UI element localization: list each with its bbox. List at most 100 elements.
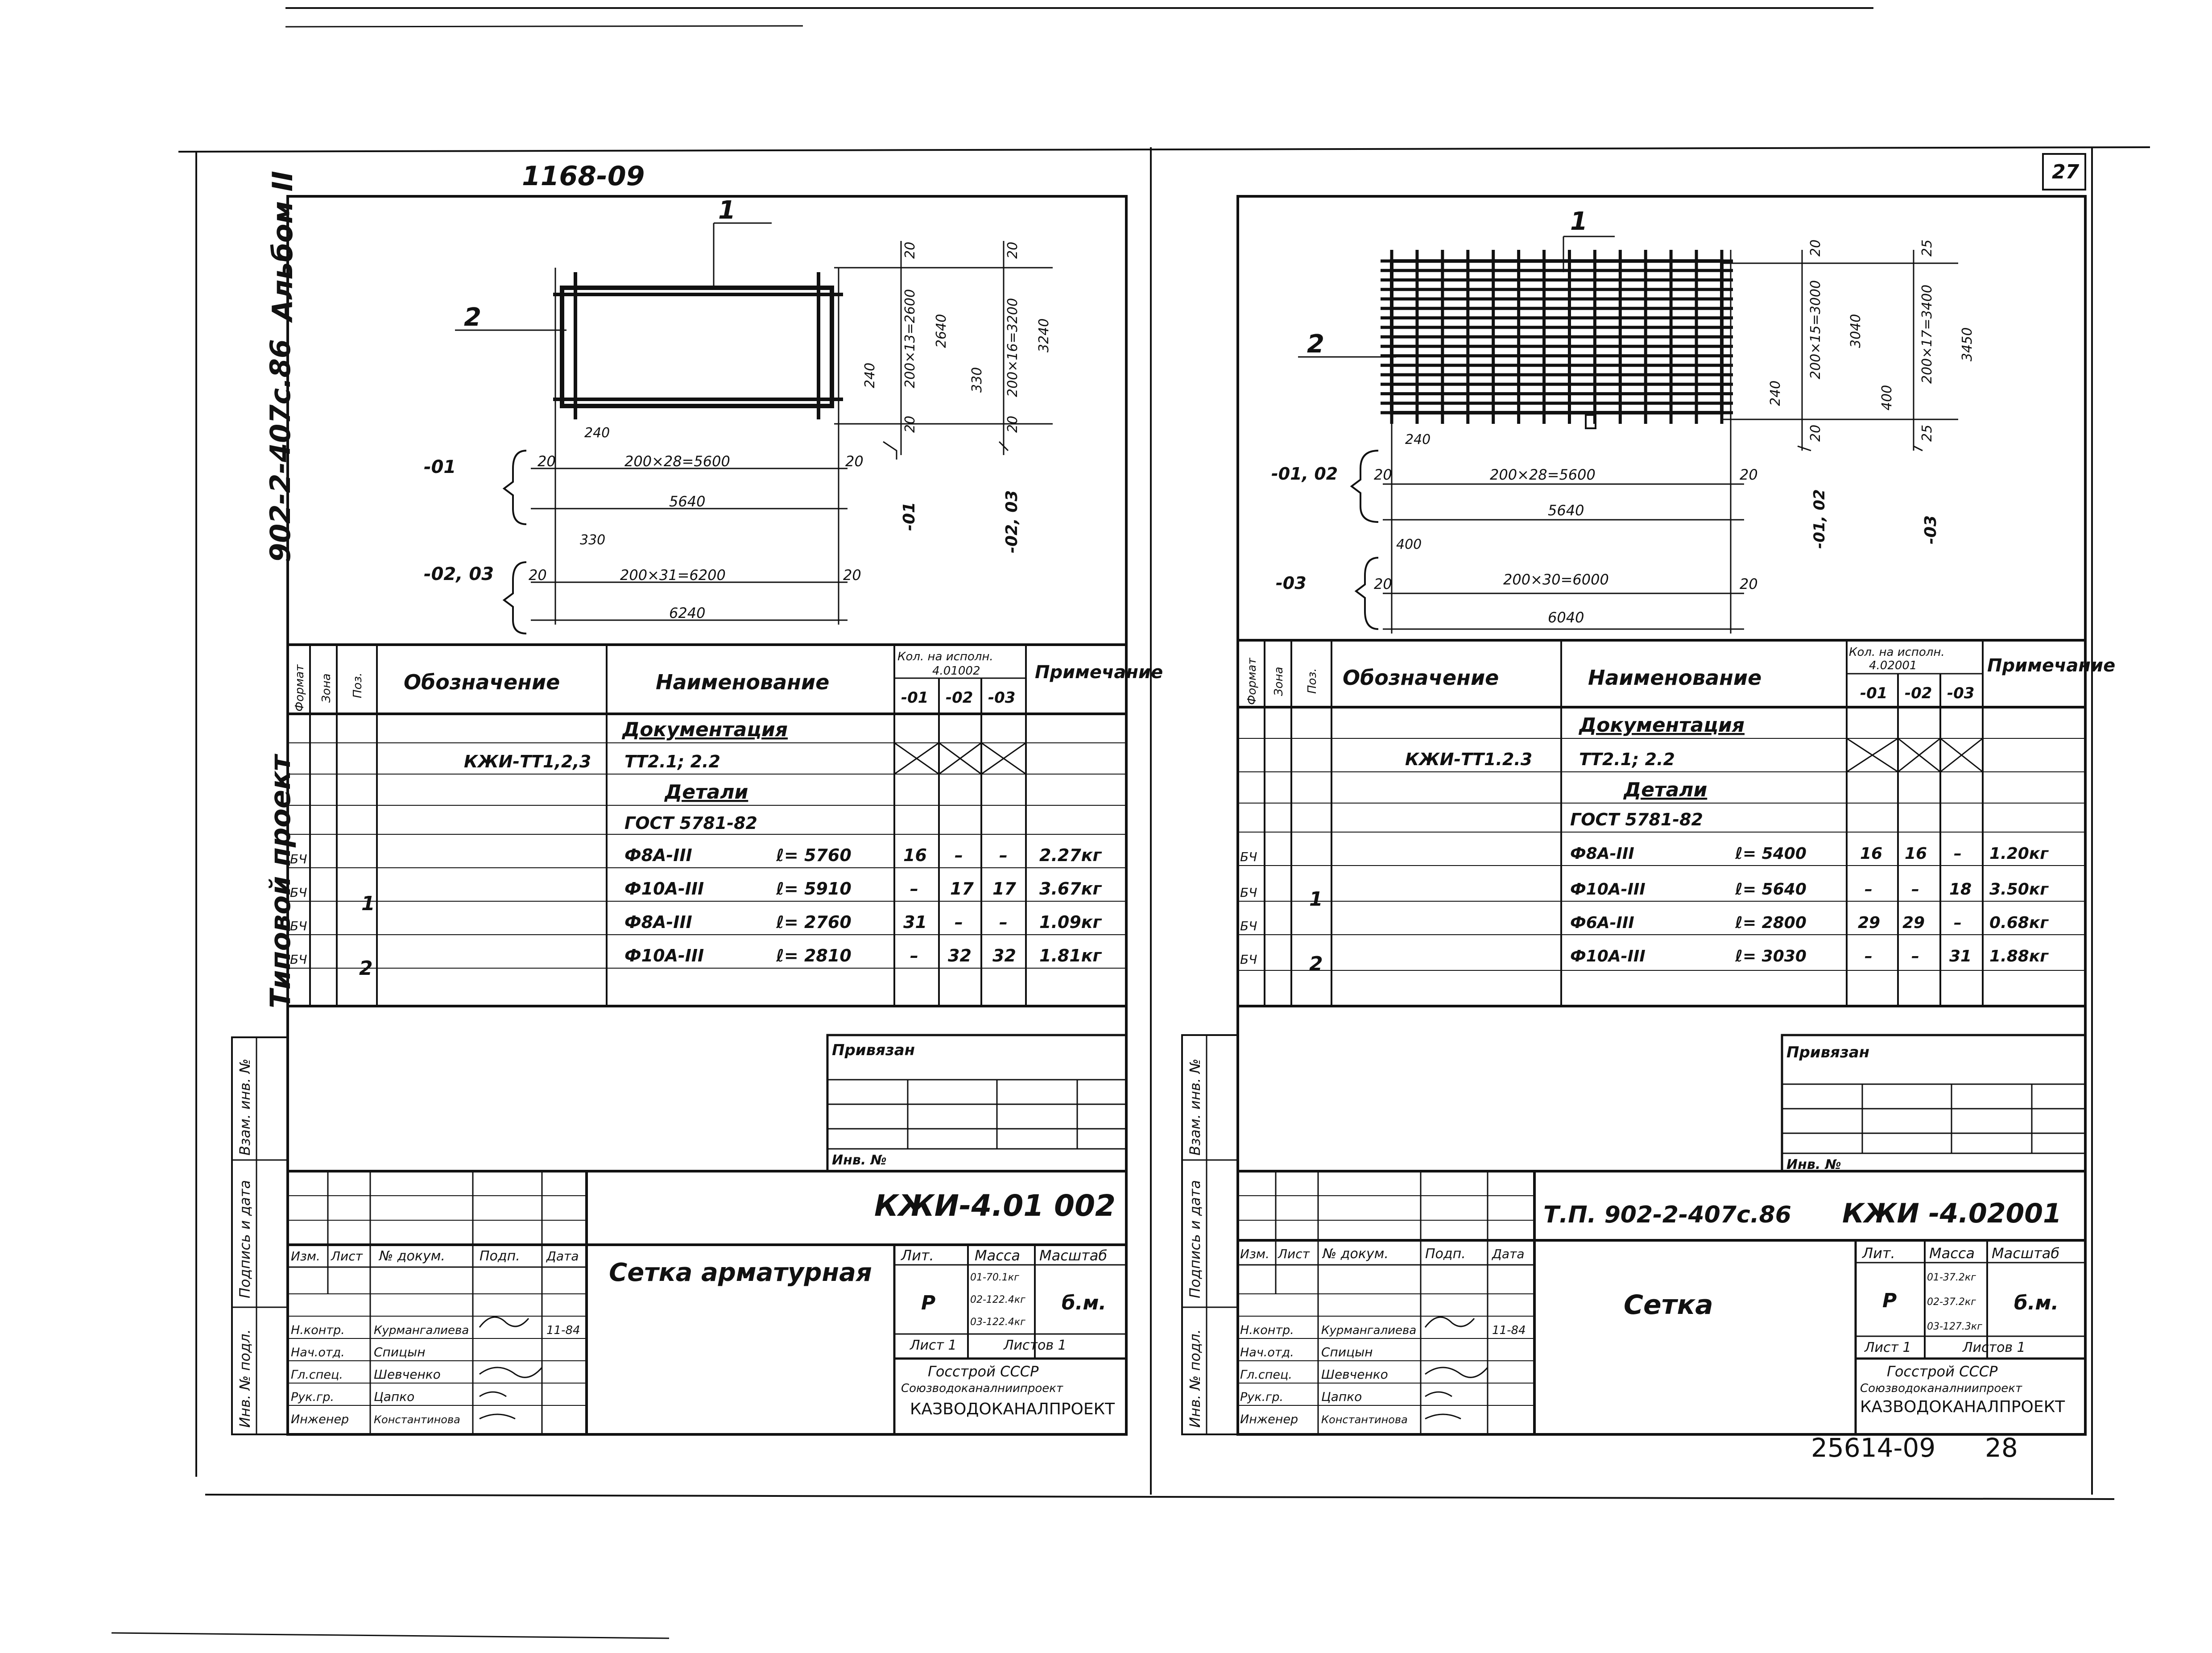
table-row: БЧ Ф10А-III ℓ= 5640 – – 18 3.50кг <box>1240 880 2049 900</box>
svg-text:400: 400 <box>1879 385 1895 410</box>
right-privyazan-block: Привязан Инв. № <box>1781 1034 2087 1172</box>
svg-text:6040: 6040 <box>1548 609 1584 626</box>
svg-text:–: – <box>955 912 963 932</box>
svg-text:Цапко: Цапко <box>374 1389 414 1404</box>
svg-text:200×30=6000: 200×30=6000 <box>1503 571 1609 588</box>
table-row: БЧ Ф10А-III ℓ= 2810 – 32 32 1.81кг <box>290 946 1102 967</box>
svg-text:Масса: Масса <box>975 1247 1020 1264</box>
svg-text:4.02001: 4.02001 <box>1869 659 1917 672</box>
svg-text:Инженер: Инженер <box>291 1413 349 1426</box>
svg-text:16: 16 <box>1860 845 1882 863</box>
svg-text:Спицын: Спицын <box>374 1345 426 1359</box>
svg-text:1.81кг: 1.81кг <box>1039 946 1102 965</box>
svg-text:25: 25 <box>1919 240 1935 257</box>
svg-text:Наименование: Наименование <box>1588 666 1761 690</box>
svg-text:31: 31 <box>1949 947 1972 965</box>
svg-text:Курмангалиева: Курмангалиева <box>1321 1324 1416 1337</box>
svg-text:5640: 5640 <box>1548 502 1584 519</box>
svg-text:Примечание: Примечание <box>1987 655 2115 676</box>
svg-text:Госстрой СССР: Госстрой СССР <box>928 1363 1039 1380</box>
svg-text:Детали: Детали <box>1623 779 1707 801</box>
right-spec-table: Формат Зона Поз. Обозначение Наименовани… <box>1238 639 2115 1007</box>
svg-text:3040: 3040 <box>1848 314 1864 348</box>
stamp-vzam-inv: Взам. инв. № <box>236 1059 253 1156</box>
stamp-podpis: Подпись и дата <box>236 1180 253 1298</box>
svg-text:Подпись и дата: Подпись и дата <box>1187 1180 1203 1298</box>
svg-text:Ф10А-III: Ф10А-III <box>1570 880 1646 899</box>
svg-text:Р: Р <box>921 1292 935 1314</box>
svg-text:4.01002: 4.01002 <box>932 664 980 678</box>
svg-text:6240: 6240 <box>669 605 705 621</box>
svg-text:Лист: Лист <box>1278 1247 1310 1261</box>
bottom-number: 25614-09 <box>1811 1433 1935 1463</box>
svg-text:Союзводоканалниипроект: Союзводоканалниипроект <box>901 1382 1063 1395</box>
table-row: БЧ 2 Ф6А-III ℓ= 2800 29 29 – 0.68кг <box>1240 914 2049 975</box>
svg-text:ТТ2.1; 2.2: ТТ2.1; 2.2 <box>1579 750 1675 769</box>
svg-text:20: 20 <box>1374 466 1392 483</box>
left-title-block: Изм. Лист № докум. Подп. Дата Н.контр. К… <box>288 1170 1126 1434</box>
svg-text:б.м.: б.м. <box>2014 1292 2059 1314</box>
svg-text:240: 240 <box>584 425 610 441</box>
svg-text:Изм.: Изм. <box>1240 1247 1269 1261</box>
svg-text:200×15=3000: 200×15=3000 <box>1808 280 1823 379</box>
svg-text:5640: 5640 <box>669 493 705 510</box>
left-spec-table: Формат Зона Поз. Обозначение Наименовани… <box>288 643 1163 1007</box>
svg-text:20: 20 <box>1740 576 1758 592</box>
svg-text:29: 29 <box>1858 914 1880 932</box>
svg-text:31: 31 <box>903 912 927 932</box>
svg-text:2: 2 <box>1307 330 1324 359</box>
svg-text:1.09кг: 1.09кг <box>1039 912 1102 932</box>
svg-text:ГОСТ 5781-82: ГОСТ 5781-82 <box>624 813 757 833</box>
svg-text:Гл.спец.: Гл.спец. <box>1240 1368 1292 1382</box>
col-designation: Обозначение <box>404 670 560 694</box>
svg-text:–: – <box>1911 880 1919 899</box>
svg-text:Нач.отд.: Нач.отд. <box>1240 1346 1294 1359</box>
svg-text:200×13=2600: 200×13=2600 <box>902 289 918 388</box>
svg-text:Ф10А-III: Ф10А-III <box>624 946 704 965</box>
svg-text:ℓ= 5640: ℓ= 5640 <box>1735 880 1807 899</box>
svg-text:–: – <box>1865 880 1873 899</box>
svg-text:Союзводоканалниипроект: Союзводоканалниипроект <box>1860 1382 2022 1395</box>
svg-text:Обозначение: Обозначение <box>1343 666 1499 690</box>
svg-text:Лист 1: Лист 1 <box>910 1338 957 1353</box>
svg-text:20: 20 <box>845 453 864 470</box>
svg-text:БЧ: БЧ <box>290 919 307 933</box>
svg-text:3.50кг: 3.50кг <box>1989 880 2049 899</box>
svg-text:-01: -01 <box>1860 684 1887 702</box>
svg-text:ГОСТ 5781-82: ГОСТ 5781-82 <box>1570 810 1703 829</box>
tp-code: Т.П. 902-2-407с.86 <box>1543 1201 1791 1228</box>
svg-text:01-70.1кг: 01-70.1кг <box>970 1272 1019 1283</box>
svg-text:-01, 02: -01, 02 <box>1811 489 1828 549</box>
right-side-stamp: Взам. инв. № Подпись и дата Инв. № подл. <box>1181 1034 1239 1435</box>
svg-text:ТТ2.1; 2.2: ТТ2.1; 2.2 <box>624 752 720 771</box>
pos-label-2: 2 <box>464 303 481 332</box>
svg-text:Курмангалиева: Курмангалиева <box>374 1324 469 1337</box>
svg-text:КАЗВОДОКАНАЛПРОЕКТ: КАЗВОДОКАНАЛПРОЕКТ <box>910 1400 1115 1418</box>
svg-text:-03: -03 <box>1947 684 1974 702</box>
svg-text:Н.контр.: Н.контр. <box>291 1323 345 1337</box>
svg-text:330: 330 <box>969 367 985 393</box>
svg-text:–: – <box>910 946 918 965</box>
svg-text:11-84: 11-84 <box>546 1324 580 1337</box>
svg-text:–: – <box>910 879 918 899</box>
svg-text:200×28=5600: 200×28=5600 <box>1490 466 1596 483</box>
svg-text:Ф10А-III: Ф10А-III <box>624 879 704 899</box>
right-sheet: 27 Взам. инв. № Подпись и дата Инв. № по… <box>1181 153 2115 1463</box>
svg-text:200×16=3200: 200×16=3200 <box>1005 298 1021 397</box>
svg-text:20: 20 <box>1808 240 1823 257</box>
svg-text:02-37.2кг: 02-37.2кг <box>1927 1297 1976 1308</box>
svg-text:Изм.: Изм. <box>291 1249 320 1264</box>
svg-text:БЧ: БЧ <box>1240 919 1257 933</box>
svg-text:Кол. на исполн.: Кол. на исполн. <box>897 650 993 663</box>
doc-designation: КЖИ-ТТ1,2,3 <box>464 752 591 771</box>
svg-text:Ф10А-III: Ф10А-III <box>1570 947 1646 965</box>
svg-text:КЖИ-ТТ1.2.3: КЖИ-ТТ1.2.3 <box>1405 750 1532 769</box>
var-01-vertical: -01 <box>900 502 918 531</box>
svg-text:Рук.гр.: Рук.гр. <box>1240 1390 1283 1404</box>
svg-text:Привязан: Привязан <box>832 1041 915 1059</box>
svg-text:–: – <box>1865 947 1873 965</box>
svg-text:–: – <box>999 912 1008 932</box>
sheet-number-top: 1168-09 <box>522 161 645 192</box>
svg-text:-03: -03 <box>1922 515 1940 544</box>
